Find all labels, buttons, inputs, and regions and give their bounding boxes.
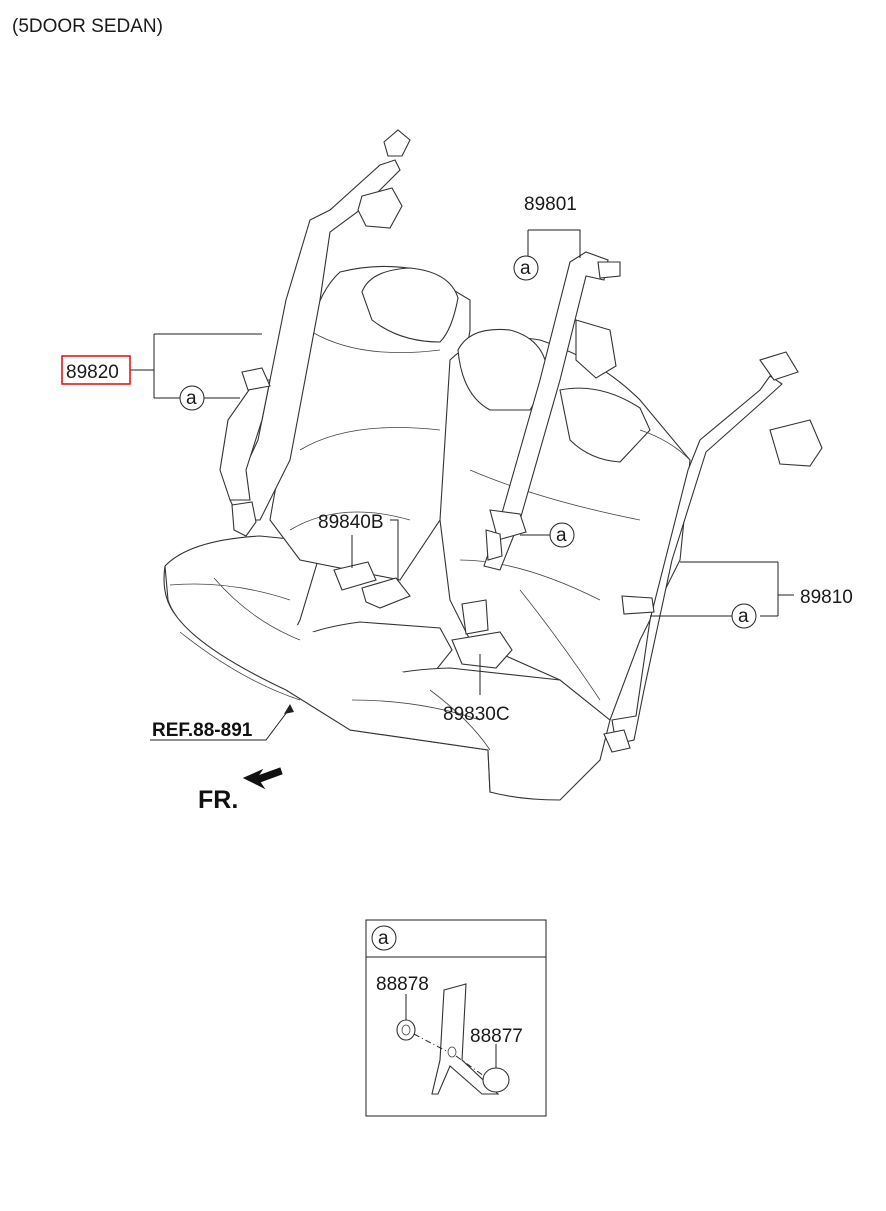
detail-marker: a	[378, 928, 389, 949]
seat-cushion	[163, 535, 611, 801]
marker-a-left: a	[179, 385, 205, 411]
label-88878: 88878	[376, 974, 429, 995]
cap-88877	[482, 1067, 510, 1093]
label-89830C: 89830C	[443, 704, 510, 725]
label-89801: 89801	[524, 194, 577, 215]
front-arrow-icon	[242, 767, 283, 790]
seat-back-right	[439, 328, 691, 721]
svg-text:a: a	[520, 258, 531, 279]
label-89840B: 89840B	[318, 512, 384, 533]
label-89810: 89810	[800, 587, 853, 608]
svg-text:a: a	[556, 525, 567, 546]
variant-title: (5DOOR SEDAN)	[12, 16, 163, 37]
marker-a-top: a	[513, 255, 539, 281]
marker-a-center: a	[549, 522, 575, 548]
svg-text:a: a	[186, 388, 197, 409]
highlight-89820	[61, 355, 131, 385]
seat-back-left	[269, 265, 471, 581]
svg-text:a: a	[738, 606, 749, 627]
label-88877: 88877	[470, 1026, 523, 1047]
buckle-89840B	[333, 561, 411, 609]
label-89820: 89820	[66, 362, 119, 383]
ref-label: REF.88-891	[152, 720, 253, 741]
belt-89801	[483, 251, 621, 571]
buckle-89830C	[451, 599, 513, 669]
detail-box: a 88878 88877	[365, 919, 547, 1117]
marker-a-right: a	[731, 603, 757, 629]
belt-89820	[219, 129, 411, 537]
front-label: FR.	[198, 786, 238, 814]
belt-89810	[603, 351, 823, 753]
grommet-88878	[396, 1019, 416, 1041]
